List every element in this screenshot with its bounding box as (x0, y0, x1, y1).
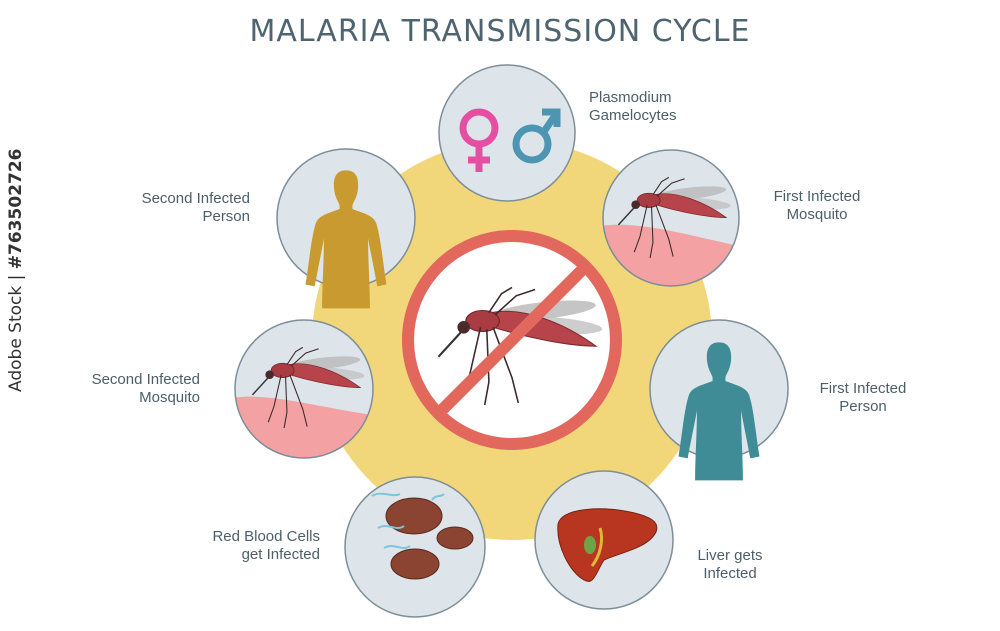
label-second-mosquito: Second Infected Mosquito (91, 371, 200, 406)
label-gametocytes: Plasmodium Gamelocytes (589, 89, 677, 124)
second-mosquito-stage (234, 319, 374, 459)
label-first-mosquito: First Infected Mosquito (773, 188, 861, 223)
label-liver: Liver gets Infected (697, 547, 763, 582)
liver-stage (534, 470, 674, 610)
first-person-stage (649, 319, 789, 481)
second-person-stage (276, 148, 416, 309)
label-second-person: Second Infected Person (141, 190, 250, 225)
label-first-person: First Infected Person (819, 380, 907, 415)
liver-icon (557, 508, 658, 582)
first-mosquito-stage (602, 149, 740, 287)
red-blood-cells-icon (385, 497, 474, 580)
page-title: MALARIA TRANSMISSION CYCLE (249, 14, 751, 49)
no-mosquito-sign (402, 230, 622, 450)
label-rbc: Red Blood Cells get Infected (212, 528, 320, 563)
stock-watermark: Adobe Stock | #763502726 (6, 148, 26, 392)
gametocytes-stage (438, 64, 576, 202)
rbc-stage (344, 476, 486, 618)
male-symbol-icon (512, 108, 561, 164)
female-symbol-icon (459, 108, 499, 172)
